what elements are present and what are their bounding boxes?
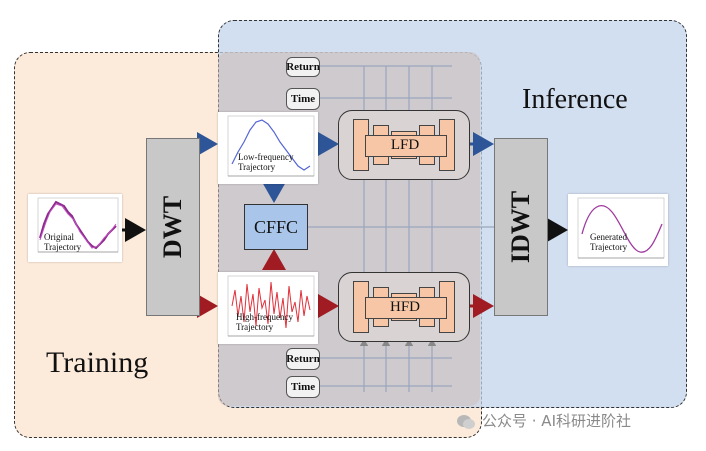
generated-trajectory-chart [577, 197, 665, 259]
original-trajectory-plot: Original Trajectory [28, 194, 122, 262]
inference-label: Inference [522, 84, 628, 115]
watermark-text: 公众号 · AI科研进阶社 [482, 412, 631, 430]
idwt-block: IDWT [494, 138, 548, 316]
idwt-label: IDWT [506, 190, 535, 264]
high-frequency-plot: High-frequency Trajectory [218, 272, 318, 344]
original-trajectory-chart [37, 197, 119, 253]
hfd-center-band [365, 297, 447, 319]
original-trajectory-label: Original Trajectory [44, 232, 82, 252]
hfd-decoder: HFD [338, 272, 470, 342]
dwt-block: DWT [146, 138, 200, 316]
time-input-top: Time [286, 88, 320, 110]
return-input-bottom: Return [286, 348, 320, 370]
return-input-top: Return [286, 57, 320, 77]
low-frequency-label: Low-frequency Trajectory [238, 152, 294, 172]
high-frequency-chart [227, 275, 315, 337]
high-frequency-label: High-frequency Trajectory [236, 312, 293, 332]
hfd-label: HFD [389, 298, 420, 315]
wechat-icon [457, 415, 475, 429]
lfd-label: LFD [390, 136, 420, 153]
lfd-decoder: LFD [338, 110, 470, 180]
training-label: Training [46, 346, 149, 379]
generated-trajectory-label: Generated Trajectory [590, 232, 628, 252]
low-frequency-plot: Low-frequency Trajectory [218, 112, 318, 184]
generated-trajectory-plot: Generated Trajectory [568, 194, 668, 266]
cffc-block: CFFC [244, 204, 308, 250]
dwt-label: DWT [158, 195, 187, 259]
lfd-center-band [365, 135, 447, 157]
low-frequency-chart [227, 115, 315, 177]
time-input-bottom: Time [286, 376, 320, 398]
